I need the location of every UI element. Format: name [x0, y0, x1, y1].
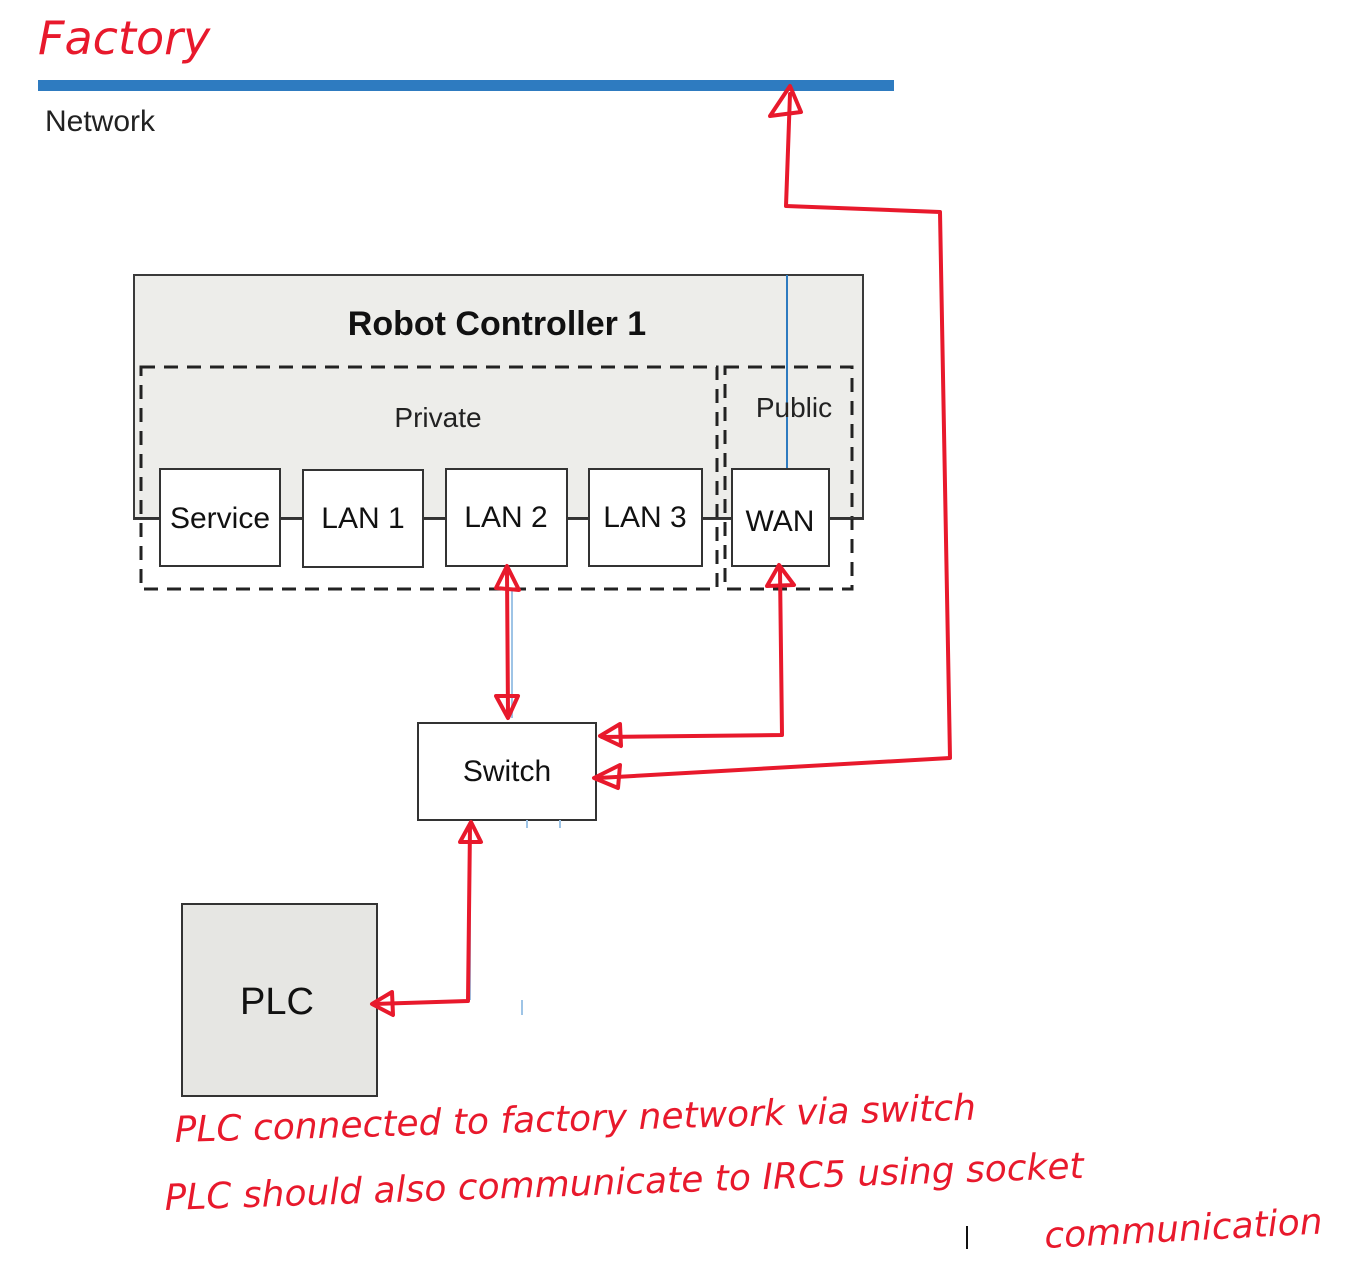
port-wan-box: [731, 468, 830, 567]
port-lan1-label: LAN 1: [321, 502, 404, 535]
robot-controller-title: Robot Controller 1: [348, 305, 646, 343]
switch-box: [417, 722, 597, 821]
arrowhead-factory: [768, 84, 803, 118]
private-label: Private: [394, 402, 481, 433]
port-lan1-box: [302, 469, 424, 568]
annotation-note-line1: PLC connected to factory network via swi…: [174, 1088, 976, 1151]
port-lan2-label: LAN 2: [464, 501, 547, 534]
public-label: Public: [756, 392, 832, 423]
port-lan3-label: LAN 3: [603, 501, 686, 534]
arrowhead-wan: [765, 563, 796, 588]
arrow-switch-to-plc: [373, 824, 472, 1006]
arrowhead-switch-bottom: [458, 820, 483, 844]
public-zone: [723, 365, 854, 591]
private-zone: [139, 365, 719, 591]
port-lan2-box: [445, 468, 568, 567]
port-lan3-box: [588, 468, 703, 567]
factory-network-bar: [38, 80, 894, 91]
arrowhead-switch-lower: [592, 763, 622, 790]
plc-box: [181, 903, 378, 1097]
annotation-note-line2: PLC should also communicate to IRC5 usin…: [164, 1146, 1086, 1219]
factory-title: Factory: [38, 11, 211, 65]
arrow-switch-to-factory: [596, 92, 952, 780]
port-service-label: Service: [170, 502, 270, 535]
plc-label: PLC: [240, 981, 314, 1023]
arrowhead-switch-upper: [598, 722, 623, 748]
port-wan-label: WAN: [746, 505, 815, 538]
arrowhead-switch-top: [494, 694, 520, 720]
network-label: Network: [45, 105, 156, 138]
arrow-lan2-switch: [505, 570, 510, 716]
annotation-arrows: [370, 84, 952, 1017]
arrow-switch-to-wan: [600, 568, 784, 739]
port-service-box: [159, 468, 281, 567]
arrowhead-lan2: [494, 564, 521, 592]
annotation-note-line3: communication: [1043, 1201, 1323, 1257]
switch-label: Switch: [463, 755, 551, 788]
arrowhead-plc: [370, 990, 395, 1017]
